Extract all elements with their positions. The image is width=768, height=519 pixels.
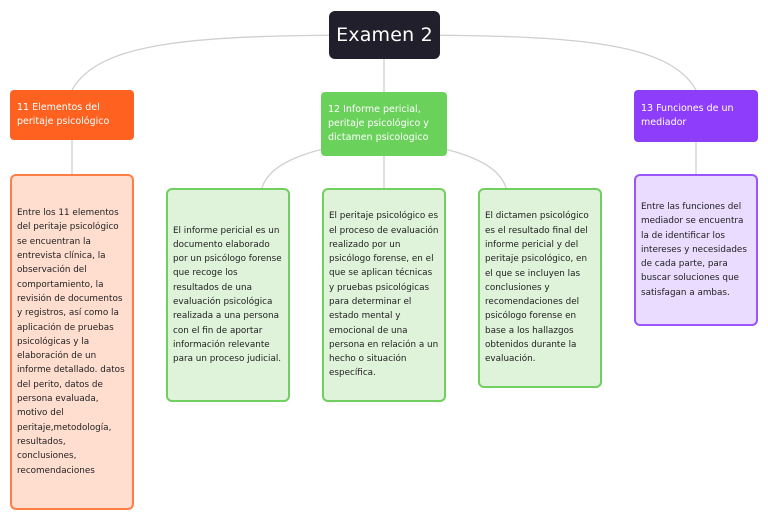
card-text: Entre los 11 elementos del peritaje psic… — [17, 208, 125, 476]
topic-elementos-peritaje[interactable]: 11 Elementos del peritaje psicológico — [10, 90, 134, 140]
card-peritaje-psicologico[interactable]: El peritaje psicológico es el proceso de… — [322, 188, 446, 402]
card-elementos-peritaje[interactable]: Entre los 11 elementos del peritaje psic… — [10, 174, 134, 510]
card-text: El informe pericial es un documento elab… — [173, 225, 282, 365]
card-text: Entre las funciones del mediador se encu… — [641, 201, 747, 298]
card-funciones-mediador[interactable]: Entre las funciones del mediador se encu… — [634, 174, 758, 326]
card-text: El dictamen psicológico es el resultado … — [485, 211, 589, 365]
root-topic[interactable]: Examen 2 — [329, 11, 440, 59]
link-root-right — [383, 34, 697, 91]
topic-informe-pericial[interactable]: 12 Informe pericial, peritaje psicológic… — [321, 92, 447, 156]
topic-title: 13 Funciones de un mediador — [641, 103, 734, 128]
card-dictamen-psicologico[interactable]: El dictamen psicológico es el resultado … — [478, 188, 602, 388]
card-text: El peritaje psicológico es el proceso de… — [329, 211, 439, 379]
topic-funciones-mediador[interactable]: 13 Funciones de un mediador — [634, 90, 758, 142]
root-title: Examen 2 — [336, 24, 433, 46]
topic-title: 11 Elementos del peritaje psicológico — [17, 102, 110, 127]
card-informe-pericial[interactable]: El informe pericial es un documento elab… — [166, 188, 290, 402]
link-root-left — [71, 34, 385, 91]
topic-title: 12 Informe pericial, peritaje psicológic… — [328, 104, 429, 143]
